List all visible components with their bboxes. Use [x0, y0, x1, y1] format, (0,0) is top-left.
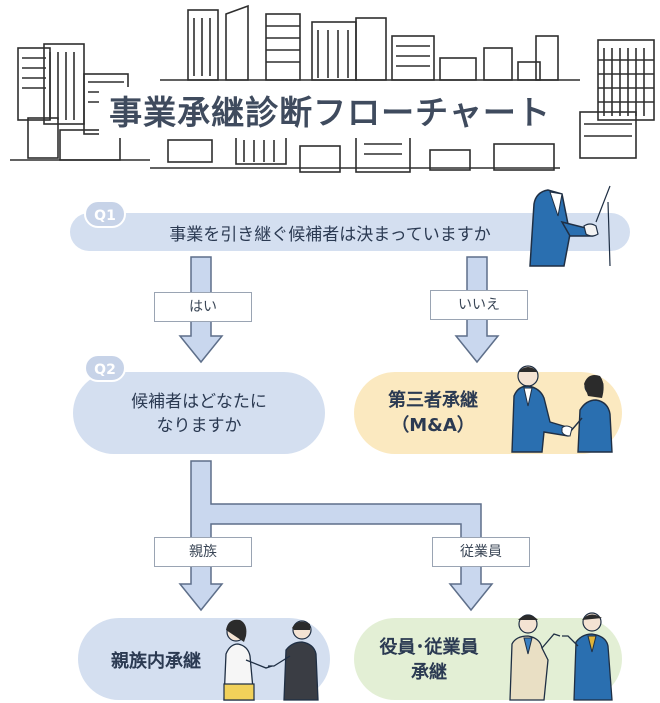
result-mna-line2: （M&A） — [391, 415, 475, 436]
handshake-illustration — [529, 185, 611, 267]
result-employee-line2: 承継 — [411, 662, 447, 683]
q2-badge: Q2 — [84, 354, 126, 382]
result-family-text: 親族内承継 — [111, 651, 201, 672]
result-employee-text: 役員･従業員 承継 — [364, 635, 494, 685]
answer-employee-label: 従業員 — [432, 537, 530, 567]
answer-family-label: 親族 — [154, 537, 252, 567]
family-handshake-illustration — [223, 619, 319, 701]
answer-yes-label: はい — [154, 292, 252, 322]
q2-question-text: 候補者はどなたに なりますか — [73, 390, 325, 438]
q2-question-pill — [73, 372, 325, 454]
page-title: 事業承継診断フローチャート — [0, 86, 660, 138]
result-mna-text: 第三者承継 （M&A） — [368, 388, 498, 438]
q2-line1: 候補者はどなたに — [131, 392, 267, 412]
result-mna-pill — [354, 372, 622, 454]
business-people-handshake-illustration — [511, 365, 613, 453]
q1-question-text: 事業を引き継ぐ候補者は決まっていますか — [169, 225, 491, 245]
q2-line2: なりますか — [156, 416, 242, 436]
result-employee-line1: 役員･従業員 — [379, 637, 479, 658]
answer-no-label: いいえ — [430, 290, 528, 320]
employees-fistbump-illustration — [509, 612, 613, 701]
result-mna-line1: 第三者承継 — [388, 390, 478, 411]
header-skyline: 事業承継診断フローチャート — [0, 0, 660, 185]
arrow-split — [178, 460, 494, 612]
q1-badge: Q1 — [84, 200, 126, 228]
